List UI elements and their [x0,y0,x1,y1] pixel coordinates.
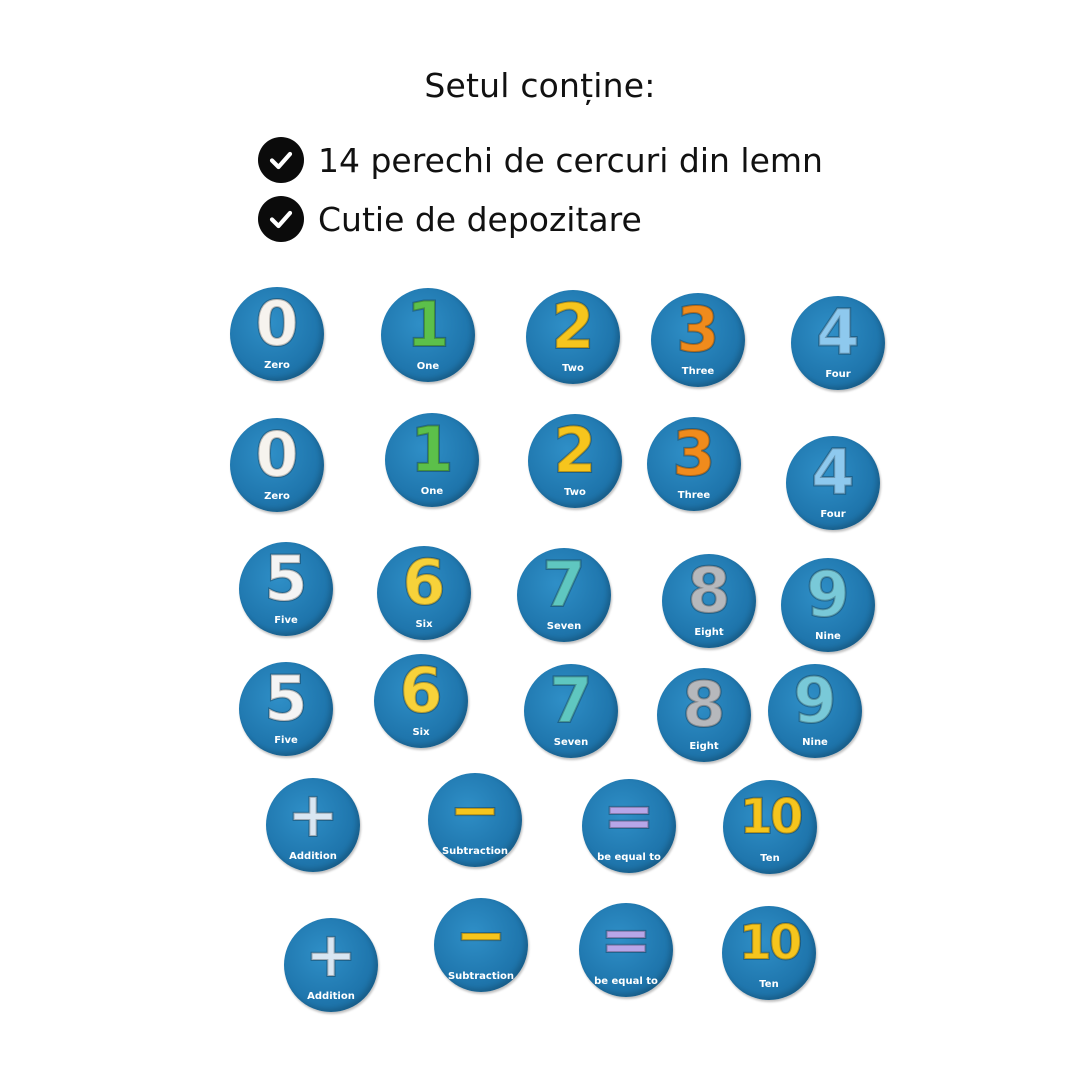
disc-label: Seven [546,621,582,632]
wooden-disc-addition: +Addition [284,918,378,1012]
wooden-disc-subtraction: −Subtraction [428,773,522,867]
disc-label: Five [274,735,298,746]
disc-label: Seven [553,737,589,748]
disc-label: Two [562,363,584,374]
feature-item-storage-box: Cutie de depozitare [258,195,823,243]
disc-label: Ten [760,853,780,864]
disc-label: Four [820,509,846,520]
disc-symbol: 4 [815,296,860,369]
disc-label: Three [677,490,711,501]
disc-label: Subtraction [441,846,509,857]
wooden-disc-subtraction: −Subtraction [434,898,528,992]
disc-symbol: 4 [810,436,855,509]
set-contents-heading: Setul conține: [424,66,656,105]
disc-symbol: − [448,773,502,846]
disc-symbol: 5 [263,662,308,735]
disc-label: Nine [815,631,841,642]
disc-symbol: 7 [548,664,593,737]
disc-label: Addition [307,991,355,1002]
disc-symbol: 2 [550,290,595,363]
disc-label: Nine [802,737,828,748]
disc-symbol: 9 [805,558,850,631]
disc-label: One [416,361,440,372]
checkmark-icon [258,137,304,183]
disc-symbol: = [602,779,656,852]
disc-symbol: − [454,898,508,971]
disc-symbol: 7 [541,548,586,621]
disc-symbol: 0 [254,418,299,491]
disc-label: Eight [694,627,724,638]
disc-label: Ten [759,979,779,990]
disc-symbol: 6 [398,654,443,727]
disc-label: Eight [689,741,719,752]
disc-label: Two [564,487,586,498]
disc-symbol: 8 [686,554,731,627]
wooden-disc-equal: =be equal to [582,779,676,873]
disc-label: Three [681,366,715,377]
disc-label: Subtraction [447,971,515,982]
disc-label: One [420,486,444,497]
disc-symbol: 5 [263,542,308,615]
disc-symbol: + [304,918,358,991]
disc-label: Six [415,619,433,630]
checkmark-icon [258,196,304,242]
disc-symbol: 1 [409,413,454,486]
wooden-disc-equal: =be equal to [579,903,673,997]
disc-symbol: 10 [739,788,805,846]
disc-label: Addition [289,851,337,862]
disc-symbol: + [286,778,340,851]
disc-symbol: = [599,903,653,976]
disc-label: Zero [264,360,290,371]
disc-label: be equal to [597,852,661,863]
wooden-disc-addition: +Addition [266,778,360,872]
disc-symbol: 10 [738,914,804,972]
disc-label: Four [825,369,851,380]
feature-label: 14 perechi de cercuri din lemn [318,140,823,180]
disc-label: Five [274,615,298,626]
feature-item-wooden-circles: 14 perechi de cercuri din lemn [258,136,823,184]
disc-symbol: 1 [405,288,450,361]
disc-label: Zero [264,491,290,502]
feature-list: 14 perechi de cercuri din lemn Cutie de … [258,136,823,254]
disc-symbol: 2 [552,414,597,487]
disc-symbol: 3 [675,293,720,366]
feature-label: Cutie de depozitare [318,199,642,239]
disc-symbol: 8 [681,668,726,741]
disc-symbol: 6 [401,546,446,619]
disc-label: Six [412,727,430,738]
disc-symbol: 3 [671,417,716,490]
disc-symbol: 9 [792,664,837,737]
disc-symbol: 0 [254,287,299,360]
disc-label: be equal to [594,976,658,987]
